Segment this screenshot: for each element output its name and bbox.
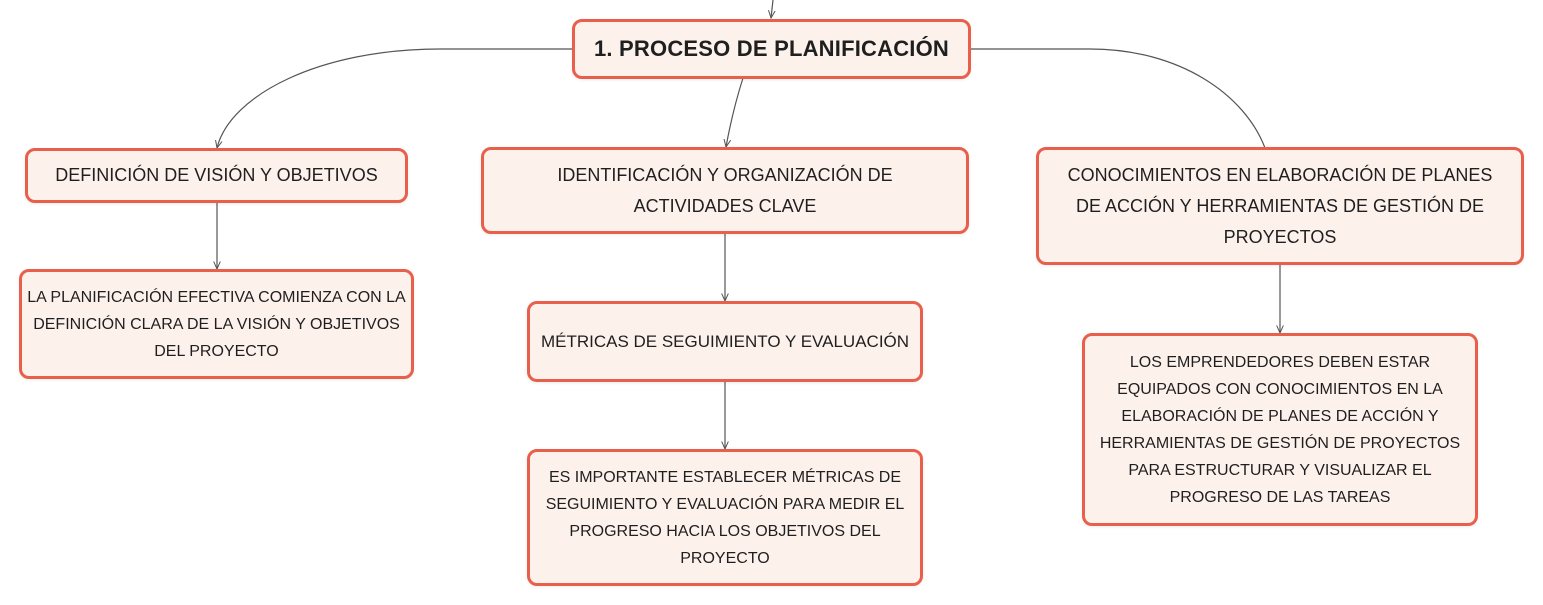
- leaf-node-vision[interactable]: LA PLANIFICACIÓN EFECTIVA COMIENZA CON L…: [19, 269, 414, 379]
- branch-node-knowledge[interactable]: CONOCIMIENTOS EN ELABORACIÓN DE PLANES D…: [1036, 147, 1524, 265]
- branch-node-knowledge-label: CONOCIMIENTOS EN ELABORACIÓN DE PLANES D…: [1067, 164, 1493, 247]
- connector-parent-to-root: [771, 0, 773, 18]
- branch-node-activities[interactable]: IDENTIFICACIÓN Y ORGANIZACIÓN DE ACTIVID…: [481, 147, 969, 234]
- leaf-node-knowledge-text: LOS EMPRENDEDORES DEBEN ESTAR EQUIPADOS …: [1099, 353, 1461, 506]
- leaf-node-metrics[interactable]: ES IMPORTANTE ESTABLECER MÉTRICAS DE SEG…: [527, 449, 923, 586]
- branch-node-vision[interactable]: DEFINICIÓN DE VISIÓN Y OBJETIVOS: [25, 148, 408, 203]
- sub-node-metrics[interactable]: MÉTRICAS DE SEGUIMIENTO Y EVALUACIÓN: [527, 301, 923, 382]
- branch-node-vision-label: DEFINICIÓN DE VISIÓN Y OBJETIVOS: [55, 165, 378, 185]
- root-node[interactable]: 1. PROCESO DE PLANIFICACIÓN: [572, 19, 971, 79]
- connector-root-to-branch-1: [217, 48, 572, 148]
- root-node-label: 1. PROCESO DE PLANIFICACIÓN: [594, 36, 949, 61]
- connector-root-to-branch-2: [726, 77, 744, 147]
- leaf-node-metrics-text: ES IMPORTANTE ESTABLECER MÉTRICAS DE SEG…: [545, 468, 905, 567]
- sub-node-metrics-label: MÉTRICAS DE SEGUIMIENTO Y EVALUACIÓN: [540, 332, 910, 351]
- connector-root-to-branch-3: [970, 48, 1266, 149]
- branch-node-activities-label: IDENTIFICACIÓN Y ORGANIZACIÓN DE ACTIVID…: [557, 164, 893, 216]
- leaf-node-knowledge[interactable]: LOS EMPRENDEDORES DEBEN ESTAR EQUIPADOS …: [1082, 333, 1478, 526]
- leaf-node-vision-text: LA PLANIFICACIÓN EFECTIVA COMIENZA CON L…: [27, 288, 406, 360]
